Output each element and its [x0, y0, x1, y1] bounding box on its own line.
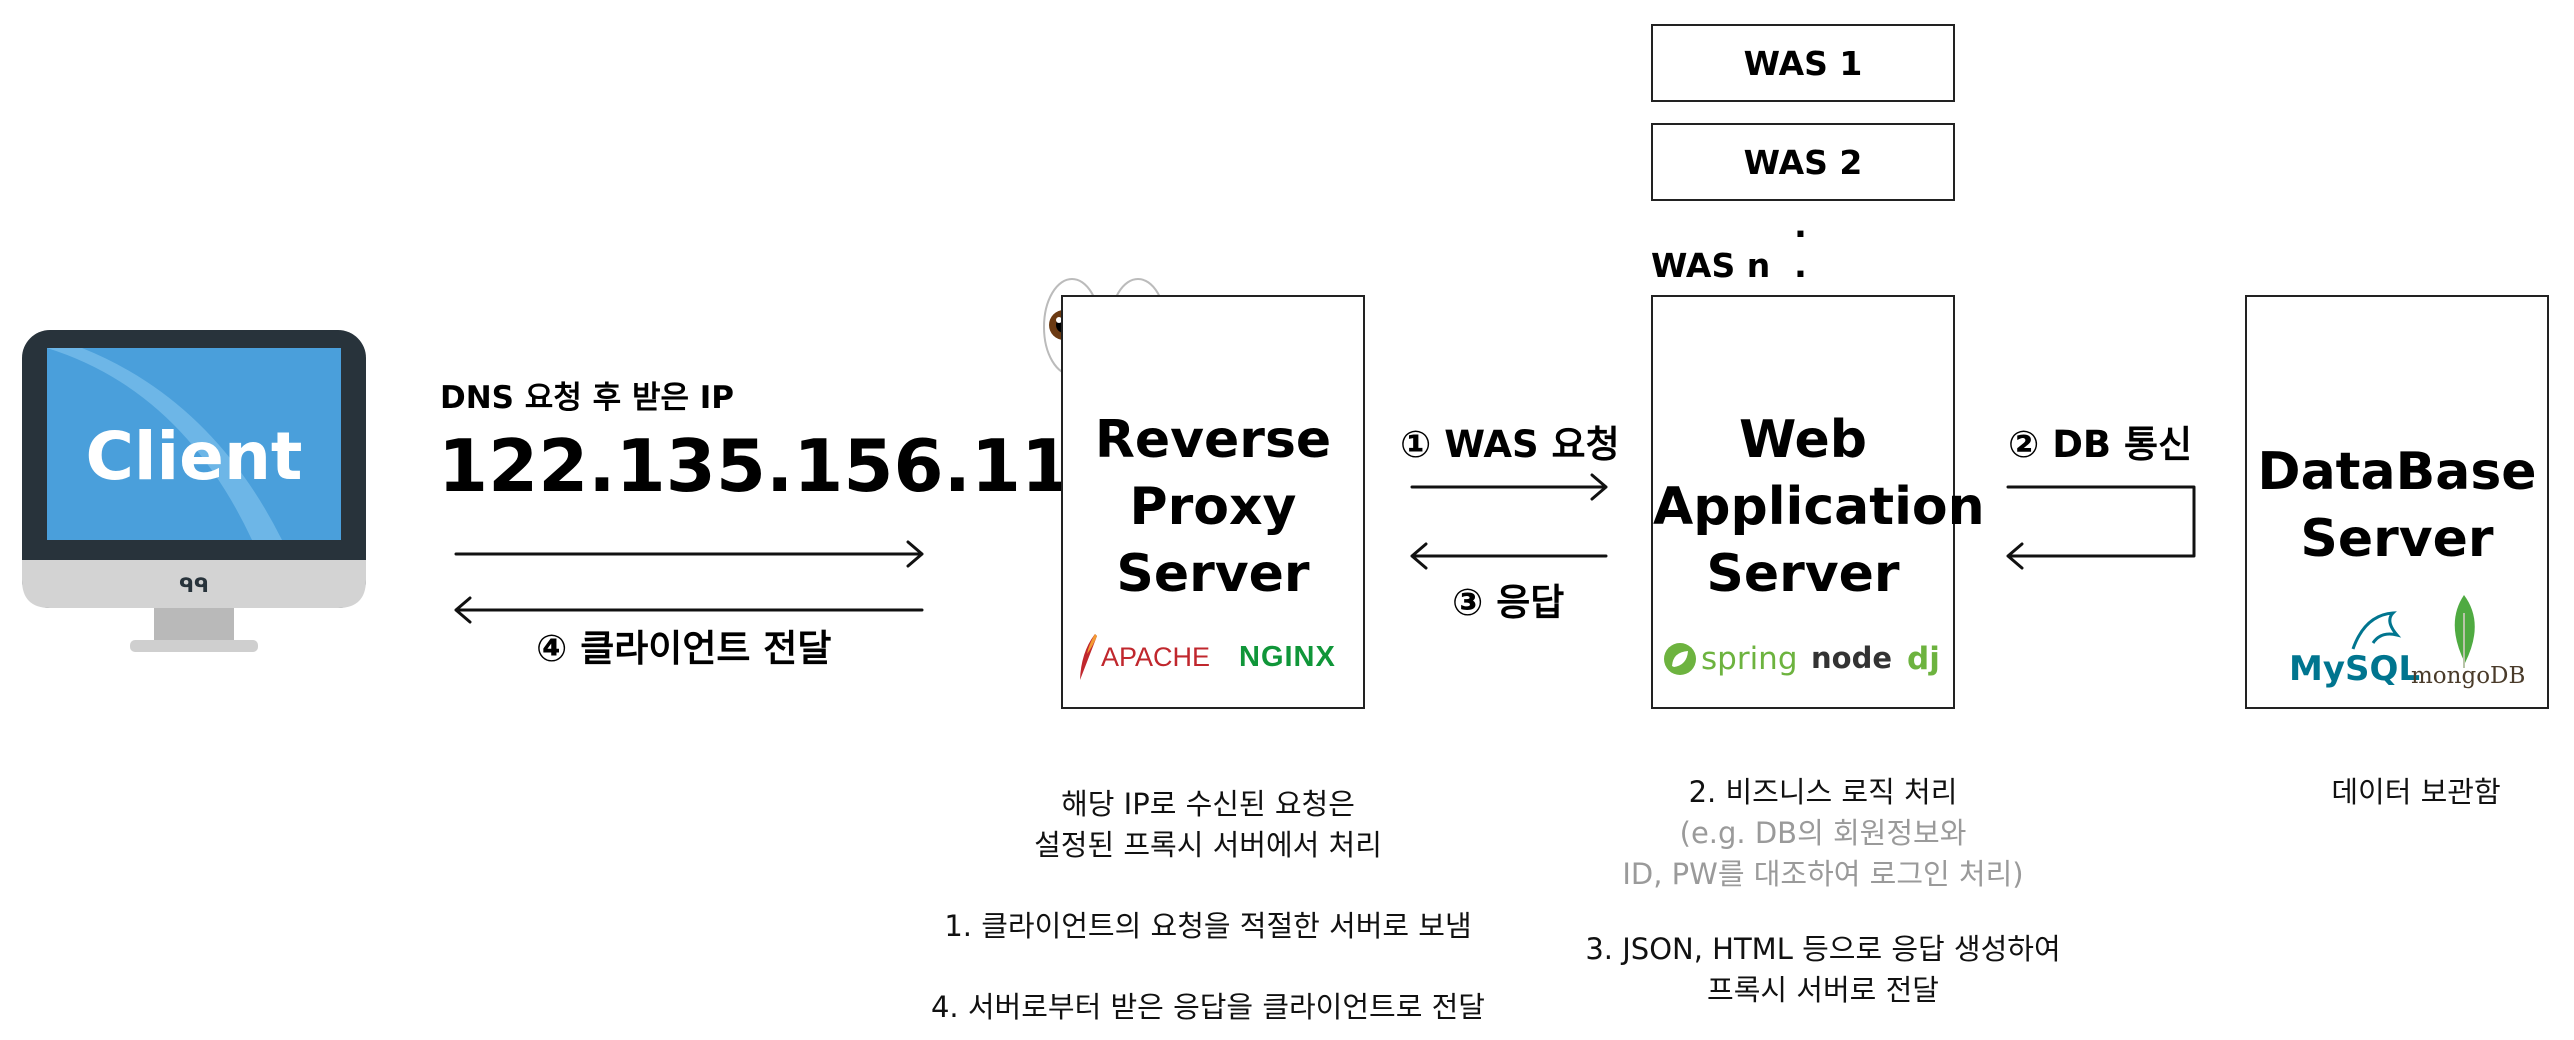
spring-logo: spring — [1663, 641, 1798, 677]
db-title-line: DataBase — [2257, 442, 2537, 502]
was-title-line: Server — [1706, 544, 1900, 604]
deliver-to-client-label: ④ 클라이언트 전달 — [536, 627, 832, 670]
db-title-line: Server — [2300, 509, 2494, 569]
svg-text:ᑫᑫ: ᑫᑫ — [179, 573, 209, 597]
mysql-logo-text: MySQL — [2289, 649, 2421, 689]
was-instance-box: WAS 1 — [1651, 24, 1955, 102]
mysql-logo: MySQL — [2289, 649, 2420, 689]
monitor-icon: ᑫᑫ — [22, 330, 366, 652]
ip-address: 122.135.156.11 — [438, 424, 1072, 508]
was-instance-label: WAS 1 — [1743, 43, 1863, 83]
proxy-title: Reverse Proxy Server — [1063, 407, 1363, 608]
mysql-dolphin-icon — [2351, 611, 2402, 650]
client-label: Client — [85, 418, 303, 495]
spring-leaf-icon — [1664, 643, 1696, 675]
was-note-example: ID, PW를 대조하여 로그인 처리) — [1622, 857, 2024, 891]
db-comm-label: ② DB 통신 — [2008, 423, 2193, 466]
was-title-line: Application — [1653, 477, 1985, 537]
db-note: 데이터 보관함 — [2331, 775, 2501, 809]
proxy-title-line: Proxy — [1129, 477, 1297, 537]
was-note-example: (e.g. DB의 회원정보와 — [1679, 816, 1967, 850]
was-title: Web Application Server — [1653, 407, 1985, 608]
mongodb-logo-text: mongoDB — [2411, 663, 2526, 689]
nginx-logo: NGINX — [1239, 641, 1336, 673]
web-application-server-box: Web Application Server spring node dj — [1651, 295, 1985, 709]
mongodb-leaf-icon — [2454, 595, 2475, 668]
was-request-label: ① WAS 요청 — [1400, 423, 1620, 466]
reverse-proxy-server-box: Reverse Proxy Server APACHE NGINX — [1061, 295, 1365, 709]
spring-logo-text: spring — [1701, 641, 1798, 677]
was-title-line: Web — [1739, 410, 1867, 470]
was-instance-box: WAS 2 — [1651, 123, 1955, 201]
proxy-note-line: 설정된 프록시 서버에서 처리 — [1034, 828, 1382, 862]
was-n-label: WAS n — [1651, 246, 1771, 285]
proxy-note-line: 해당 IP로 수신된 요청은 — [1061, 787, 1355, 821]
proxy-title-line: Server — [1116, 544, 1310, 604]
ellipsis-dot: . — [1794, 246, 1807, 286]
django-logo: dj — [1907, 641, 1940, 677]
proxy-note-step4: 4. 서버로부터 받은 응답을 클라이언트로 전달 — [930, 990, 1485, 1024]
proxy-note-step1: 1. 클라이언트의 요청을 적절한 서버로 보냄 — [944, 909, 1472, 943]
client-to-proxy-arrow — [454, 540, 924, 568]
client-monitor: ᑫᑫ Client — [22, 330, 366, 660]
was-note-step3: 3. JSON, HTML 등으로 응답 생성하여 — [1585, 932, 2061, 966]
was-to-proxy-arrow — [1410, 542, 1608, 570]
proxy-to-was-arrow — [1410, 473, 1608, 501]
ellipsis-dot: . — [1794, 206, 1807, 246]
dns-caption: DNS 요청 후 받은 IP — [440, 380, 735, 416]
proxy-to-client-arrow — [454, 596, 924, 624]
proxy-title-line: Reverse — [1094, 410, 1332, 470]
db-title: DataBase Server — [2247, 439, 2547, 573]
apache-logo: APACHE — [1077, 632, 1210, 682]
was-note-step3: 프록시 서버로 전달 — [1707, 973, 1939, 1007]
was-instance-label: WAS 2 — [1743, 142, 1863, 182]
db-comm-arrow — [2006, 485, 2196, 570]
was-notes: 2. 비즈니스 로직 처리 (e.g. DB의 회원정보와 ID, PW를 대조… — [1503, 772, 2143, 1011]
node-logo: node — [1811, 641, 1892, 675]
response-label: ③ 응답 — [1452, 581, 1565, 624]
database-server-box: DataBase Server MySQL mongoDB — [2245, 295, 2549, 709]
apache-logo-text: APACHE — [1101, 641, 1211, 672]
apache-feather-icon — [1080, 634, 1097, 680]
proxy-notes: 해당 IP로 수신된 요청은 설정된 프록시 서버에서 처리 1. 클라이언트의… — [880, 784, 1536, 1028]
was-note-step2: 2. 비즈니스 로직 처리 — [1688, 775, 1958, 809]
